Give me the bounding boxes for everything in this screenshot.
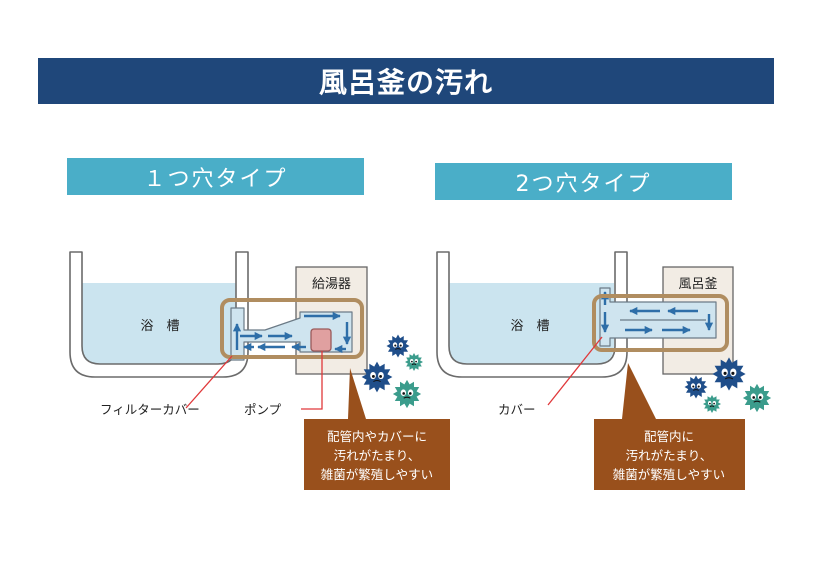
left-callout	[304, 368, 450, 490]
right-diagram: 風呂釜 浴 槽 カバー 配管内に 汚れがたまり、 雑菌が繁殖しやすい	[436, 251, 772, 490]
left-tub-outline	[69, 251, 249, 378]
right-tub-label: 浴 槽	[510, 319, 549, 334]
left-diagram: 給湯器 浴 槽 フィルターカバー ポンプ 配管内やカバーに 汚れがたまり、	[69, 251, 450, 490]
left-heading-bar: １つ穴タイプ	[67, 158, 364, 195]
left-tub-label: 浴 槽	[140, 319, 179, 334]
right-callout	[594, 363, 745, 490]
left-highlight-frame	[220, 298, 364, 359]
left-heading: １つ穴タイプ	[143, 166, 288, 192]
germ-icon	[742, 383, 772, 413]
right-tub-water	[446, 283, 614, 364]
germ-icon	[712, 357, 746, 391]
pump-icon	[310, 328, 332, 352]
cover-leader-line	[547, 336, 603, 406]
left-callout-line-3: 雑菌が繁殖しやすい	[321, 467, 433, 482]
germ-icon	[405, 353, 423, 371]
left-germs	[361, 334, 423, 409]
pump-label: ポンプ	[244, 402, 282, 417]
right-heater-label: 風呂釜	[678, 277, 717, 292]
left-heater-label: 給湯器	[312, 277, 351, 292]
right-highlight-frame	[592, 294, 729, 352]
left-flow-arrows	[232, 311, 352, 354]
filter-leader-line	[185, 355, 233, 409]
right-heading: 2つ穴タイプ	[515, 171, 652, 197]
cover-label: カバー	[498, 402, 536, 417]
right-heading-bar: 2つ穴タイプ	[435, 163, 732, 200]
germ-icon	[361, 361, 393, 393]
right-callout-line-2: 汚れがたまり、	[626, 448, 713, 463]
page-title: 風呂釜の汚れ	[318, 66, 493, 99]
germ-icon	[684, 375, 708, 399]
right-tub-outline	[436, 251, 628, 378]
germ-icon	[703, 395, 721, 413]
left-callout-line-2: 汚れがたまり、	[334, 448, 421, 463]
pump-leader-line	[301, 351, 323, 410]
left-tub-water	[78, 283, 237, 364]
right-callout-line-1: 配管内に	[644, 429, 694, 444]
right-germs	[684, 357, 772, 413]
right-callout-line-3: 雑菌が繁殖しやすい	[613, 467, 725, 482]
germ-icon	[386, 334, 410, 358]
title-bar: 風呂釜の汚れ	[38, 58, 774, 104]
left-callout-line-1: 配管内やカバーに	[327, 429, 427, 444]
filter-cover-label: フィルターカバー	[100, 402, 200, 417]
germ-icon	[392, 379, 422, 409]
